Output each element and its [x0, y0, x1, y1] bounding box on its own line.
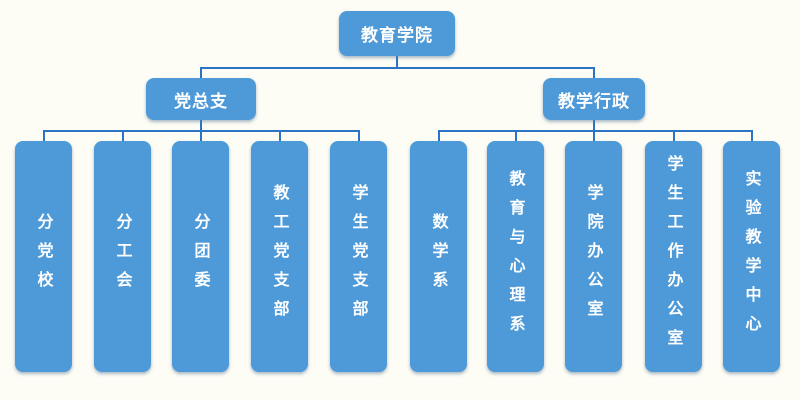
connector-right-tick-4: [673, 130, 675, 142]
org-node-leaf-label: 学生工作办公室: [664, 155, 684, 358]
org-node-leaf-label: 学院办公室: [584, 184, 604, 329]
connector-branch-left-riser: [200, 67, 202, 78]
org-node-leaf-student-affairs-office: 学生工作办公室: [645, 141, 702, 372]
connector-branch-left-drop: [200, 119, 202, 132]
connector-left-tick-5: [358, 130, 360, 142]
org-node-leaf-college-office: 学院办公室: [565, 141, 622, 372]
org-node-leaf-label: 学生党支部: [349, 184, 369, 329]
org-node-branch-party-label: 党总支: [174, 91, 228, 112]
connector-branch-right-riser: [593, 67, 595, 78]
org-node-leaf-label: 分党校: [34, 213, 54, 300]
org-node-leaf-experimental-teaching-center: 实验教学中心: [723, 141, 780, 372]
connector-left-tick-1: [43, 130, 45, 142]
org-node-leaf-youth-league: 分团委: [172, 141, 229, 372]
connector-right-tick-1: [438, 130, 440, 142]
org-node-leaf-label: 分团委: [191, 213, 211, 300]
connector-right-tick-2: [515, 130, 517, 142]
org-node-leaf-student-party-branch: 学生党支部: [330, 141, 387, 372]
org-node-leaf-label: 分工会: [113, 213, 133, 300]
org-node-root-label: 教育学院: [361, 26, 433, 46]
org-node-leaf-label: 实验教学中心: [742, 169, 762, 344]
connector-level1-horizontal: [200, 67, 595, 69]
org-node-leaf-label: 数学系: [429, 213, 449, 300]
connector-right-horizontal: [438, 130, 753, 132]
org-node-leaf-staff-party-branch: 教工党支部: [251, 141, 308, 372]
org-node-branch-admin: 教学行政: [543, 78, 645, 120]
org-node-root: 教育学院: [339, 11, 455, 56]
org-node-leaf-edu-psych-dept: 教育与心理系: [487, 141, 544, 372]
org-node-leaf-math-dept: 数学系: [410, 141, 467, 372]
org-node-branch-admin-label: 教学行政: [558, 91, 630, 112]
connector-right-tick-3: [593, 130, 595, 142]
connector-left-tick-2: [122, 130, 124, 142]
org-node-branch-party: 党总支: [146, 78, 256, 120]
connector-right-tick-5: [751, 130, 753, 142]
connector-left-tick-3: [200, 130, 202, 142]
org-node-leaf-labor-union: 分工会: [94, 141, 151, 372]
connector-left-tick-4: [279, 130, 281, 142]
connector-root-drop: [396, 56, 398, 68]
org-node-leaf-party-school: 分党校: [15, 141, 72, 372]
connector-branch-right-drop: [593, 119, 595, 132]
org-node-leaf-label: 教工党支部: [270, 184, 290, 329]
org-node-leaf-label: 教育与心理系: [506, 169, 526, 344]
